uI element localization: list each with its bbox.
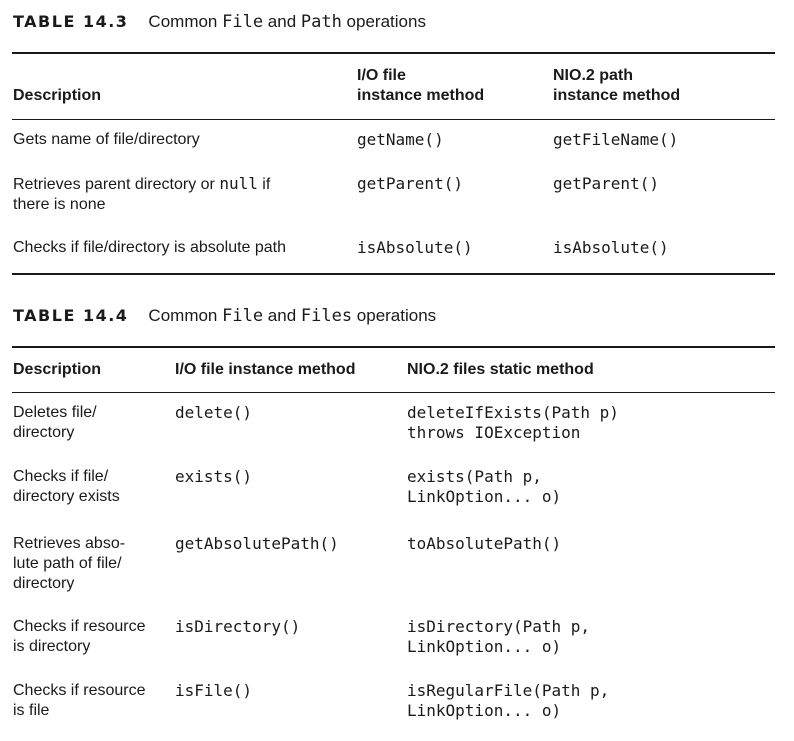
cell-text: directory bbox=[13, 424, 75, 441]
table-number: TABLE 14.4 bbox=[13, 306, 129, 325]
table-row-description: Retrieves abso- lute path of file/ direc… bbox=[13, 534, 125, 594]
cell-text: lute path of file/ bbox=[13, 555, 122, 572]
caption-code: File bbox=[222, 306, 264, 326]
table-row-io-method: isDirectory() bbox=[175, 617, 301, 636]
header-label: instance method bbox=[357, 87, 485, 104]
table-row-description: Gets name of file/directory bbox=[13, 130, 200, 150]
table-row-io-method: getName() bbox=[357, 130, 444, 149]
table-row-description: Checks if file/ directory exists bbox=[13, 467, 120, 507]
table-row-description: Deletes file/ directory bbox=[13, 403, 97, 443]
table-row-description: Checks if resource is file bbox=[13, 681, 146, 721]
cell-text: Deletes file/ bbox=[13, 404, 97, 421]
column-header-nio: NIO.2 files static method bbox=[407, 361, 594, 378]
cell-text: Retrieves parent directory or bbox=[13, 176, 220, 193]
cell-text: Checks if file/directory is absolute pat… bbox=[13, 239, 287, 256]
table-row-nio-method: exists(Path p, LinkOption... o) bbox=[407, 467, 561, 507]
caption-text: Common bbox=[148, 306, 223, 325]
table-row-io-method: isAbsolute() bbox=[357, 238, 473, 257]
cell-code: null bbox=[219, 174, 258, 193]
cell-text: Gets name of file/directory bbox=[13, 131, 200, 148]
table-row-io-method: delete() bbox=[175, 403, 253, 422]
table-row-nio-method: getFileName() bbox=[553, 130, 679, 149]
table-14-3-caption: TABLE 14.3 Common File and Path operation… bbox=[13, 12, 426, 32]
table-row-io-method: isFile() bbox=[175, 681, 253, 700]
table-row-nio-method: deleteIfExists(Path p) throws IOExceptio… bbox=[407, 403, 619, 443]
header-label: I/O file bbox=[357, 67, 406, 84]
table-row-nio-method: getParent() bbox=[553, 174, 659, 193]
header-label: NIO.2 path bbox=[553, 67, 634, 84]
cell-code: deleteIfExists(Path p) bbox=[407, 403, 619, 422]
cell-code: LinkOption... o) bbox=[407, 637, 562, 656]
table-row-nio-method: toAbsolutePath() bbox=[407, 534, 561, 554]
cell-code: LinkOption... o) bbox=[407, 487, 562, 506]
table-top-rule bbox=[12, 346, 775, 348]
header-rule bbox=[12, 119, 775, 120]
column-header-io: I/O file instance method bbox=[175, 361, 356, 378]
table-row-nio-method: isAbsolute() bbox=[553, 238, 669, 257]
cell-text: Checks if resource bbox=[13, 682, 146, 699]
table-row-nio-method: isDirectory(Path p, LinkOption... o) bbox=[407, 617, 590, 657]
table-row-description: Retrieves parent directory or null if th… bbox=[13, 174, 270, 215]
header-label: instance method bbox=[553, 87, 681, 104]
table-row-io-method: getAbsolutePath() bbox=[175, 534, 339, 553]
cell-code: LinkOption... o) bbox=[407, 701, 562, 720]
cell-code: isDirectory(Path p, bbox=[407, 617, 591, 636]
caption-text: and bbox=[263, 306, 301, 325]
caption-code: File bbox=[222, 12, 264, 32]
cell-text: there is none bbox=[13, 196, 106, 213]
cell-text: directory exists bbox=[13, 488, 120, 505]
cell-code: throws IOException bbox=[407, 423, 581, 442]
caption-text: operations bbox=[341, 12, 426, 31]
table-number: TABLE 14.3 bbox=[13, 12, 129, 31]
column-header-nio: NIO.2 path instance method bbox=[553, 66, 680, 106]
header-label: Description bbox=[13, 87, 102, 104]
cell-text: is directory bbox=[13, 638, 91, 655]
cell-text: Checks if file/ bbox=[13, 468, 109, 485]
cell-code: toAbsolutePath() bbox=[407, 534, 562, 553]
cell-text: directory bbox=[13, 575, 75, 592]
cell-code: exists(Path p, bbox=[407, 467, 542, 486]
table-row-description: Checks if resource is directory bbox=[13, 617, 146, 657]
column-header-description: Description bbox=[13, 361, 102, 378]
table-bottom-rule bbox=[12, 273, 775, 275]
cell-text: Checks if resource bbox=[13, 618, 146, 635]
table-row-io-method: exists() bbox=[175, 467, 253, 486]
caption-text: Common bbox=[148, 12, 223, 31]
column-header-io: I/O file instance method bbox=[357, 66, 484, 106]
caption-text: operations bbox=[352, 306, 437, 325]
caption-text: and bbox=[263, 12, 301, 31]
table-14-4-caption: TABLE 14.4 Common File and Files operatio… bbox=[13, 306, 436, 326]
cell-code: isRegularFile(Path p, bbox=[407, 681, 610, 700]
table-row-description: Checks if file/directory is absolute pat… bbox=[13, 238, 286, 258]
column-header-description: Description bbox=[13, 86, 101, 106]
cell-text: Retrieves abso- bbox=[13, 535, 126, 552]
caption-code: Path bbox=[300, 12, 342, 32]
cell-text: is file bbox=[13, 702, 50, 719]
cell-text: if bbox=[257, 176, 271, 193]
table-row-nio-method: isRegularFile(Path p, LinkOption... o) bbox=[407, 681, 609, 721]
table-row-io-method: getParent() bbox=[357, 174, 463, 193]
caption-code: Files bbox=[300, 306, 353, 326]
table-top-rule bbox=[12, 52, 775, 54]
header-rule bbox=[12, 392, 775, 393]
